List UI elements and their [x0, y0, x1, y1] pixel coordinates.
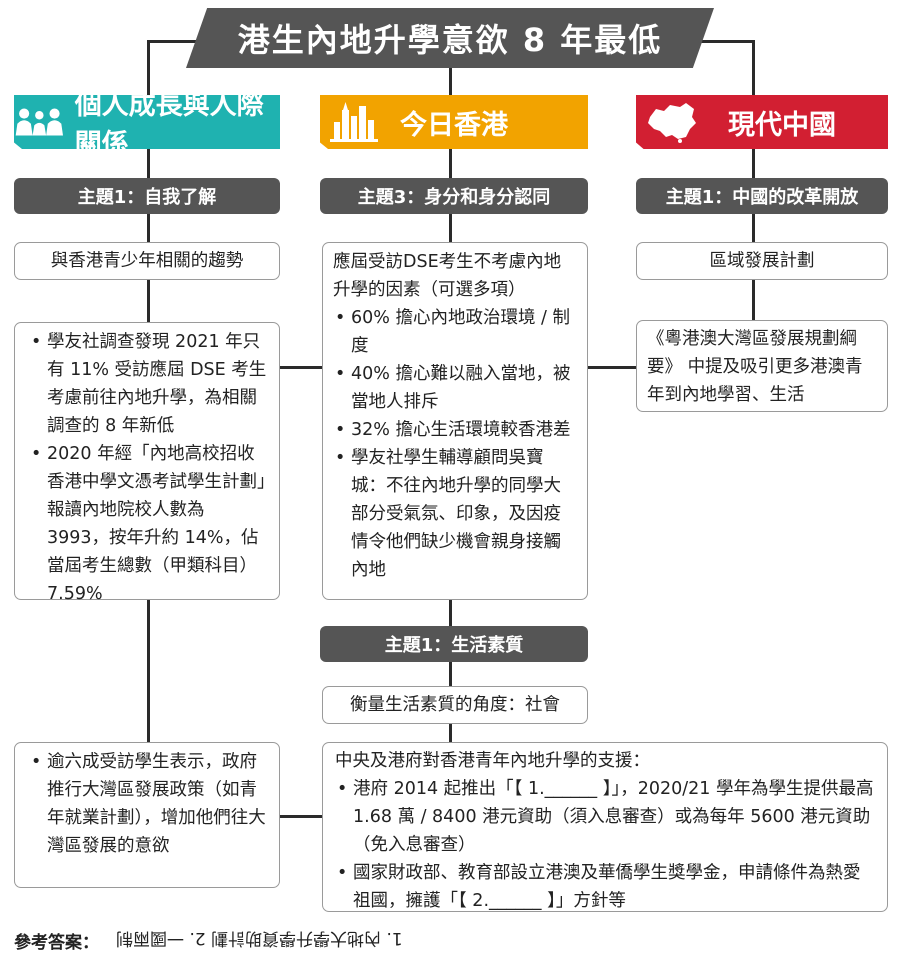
topic-quality-of-life-society: 衡量生活素質的角度：社會	[322, 686, 588, 724]
connector-bottom-left	[278, 815, 324, 818]
theme-reform-opening: 主題1：中國的改革開放	[636, 178, 888, 214]
answers-label: 參考答案：	[14, 933, 99, 953]
theme-label: 主題1：生活素質	[384, 635, 524, 656]
column-header-label: 現代中國	[728, 109, 836, 141]
theme-identity: 主題3：身分和身分認同	[320, 178, 588, 214]
theme-self-understanding: 主題1：自我了解	[14, 178, 280, 214]
box-student-opinion: 逾六成受訪學生表示，政府推行大灣區發展政策（如青年就業計劃），增加他們往大灣區發…	[14, 742, 280, 888]
answers-text-upside-down: 1. 內地大學升學資助計劃 2. 一國兩制	[116, 928, 404, 948]
box-reasons-not-considering: 應屆受訪DSE考生不考慮內地升學的因素（可選多項） 60% 擔心內地政治環境 /…	[322, 242, 588, 600]
list-item: 學友社調查發現 2021 年只有 11% 受訪應屆 DSE 考生考慮前往內地升學…	[29, 328, 267, 440]
topic-label: 衡量生活素質的角度：社會	[350, 695, 560, 715]
theme-label: 主題1：中國的改革開放	[665, 187, 859, 208]
topic-regional-development: 區域發展計劃	[636, 242, 888, 280]
column-header-label: 個人成長與人際關係	[74, 90, 264, 160]
list-item: 40% 擔心難以融入當地，被當地人排斥	[333, 360, 577, 416]
box-greater-bay-plan: 《粵港澳大灣區發展規劃綱要》 中提及吸引更多港澳青年到內地學習、生活	[636, 320, 888, 412]
connector-mid-right	[588, 366, 636, 369]
reference-answers: 參考答案： 1. 內地大學升學資助計劃 2. 一國兩制	[14, 928, 403, 953]
list-item: 60% 擔心內地政治環境 / 制度	[333, 304, 577, 360]
china-map-icon	[648, 103, 696, 143]
column-header-label: 今日香港	[400, 109, 508, 141]
topic-youth-trends: 與香港青少年相關的趨勢	[14, 242, 280, 280]
box-survey-findings: 學友社調查發現 2021 年只有 11% 受訪應屆 DSE 考生考慮前往內地升學…	[14, 322, 280, 604]
hong-kong-skyline-icon	[330, 102, 378, 142]
box-heading: 中央及港府對香港青年內地升學的支援：	[335, 751, 650, 771]
list-item: 32% 擔心生活環境較香港差	[333, 416, 577, 444]
column-header-personal-growth: 個人成長與人際關係	[14, 95, 280, 149]
topic-label: 與香港青少年相關的趨勢	[50, 251, 244, 271]
list-item: 學友社學生輔導顧問吳寶城：不往內地升學的同學大部分受氣氛、印象，及因疫情令他們缺…	[333, 444, 577, 584]
box-heading: 應屆受訪DSE考生不考慮內地升學的因素（可選多項）	[333, 252, 562, 300]
box-government-support: 中央及港府對香港青年內地升學的支援： 港府 2014 起推出「【 1._____…	[322, 742, 888, 912]
theme-label: 主題3：身分和身分認同	[357, 187, 551, 208]
main-title-banner: 港生內地升學意欲 8 年最低	[186, 8, 714, 68]
connector-mid-left	[278, 366, 324, 369]
theme-label: 主題1：自我了解	[77, 187, 217, 208]
topic-label: 區域發展計劃	[709, 251, 815, 271]
column-header-modern-china: 現代中國	[636, 95, 888, 149]
list-item: 港府 2014 起推出「【 1.______ 】」，2020/21 學年為學生提…	[335, 775, 877, 859]
main-title: 港生內地升學意欲 8 年最低	[237, 21, 663, 59]
list-item: 逾六成受訪學生表示，政府推行大灣區發展政策（如青年就業計劃），增加他們往大灣區發…	[29, 748, 267, 860]
list-item: 國家財政部、教育部設立港澳及華僑學生獎學金，申請條件為熱愛祖國，擁護「【 2._…	[335, 859, 877, 915]
column-header-hong-kong-today: 今日香港	[320, 95, 588, 149]
list-item: 2020 年經「內地高校招收香港中學文憑考試學生計劃」報讀內地院校人數為 399…	[29, 440, 267, 608]
theme-quality-of-life: 主題1：生活素質	[320, 626, 588, 662]
people-icon	[15, 108, 63, 136]
box-text: 《粵港澳大灣區發展規劃綱要》 中提及吸引更多港澳青年到內地學習、生活	[647, 329, 863, 405]
